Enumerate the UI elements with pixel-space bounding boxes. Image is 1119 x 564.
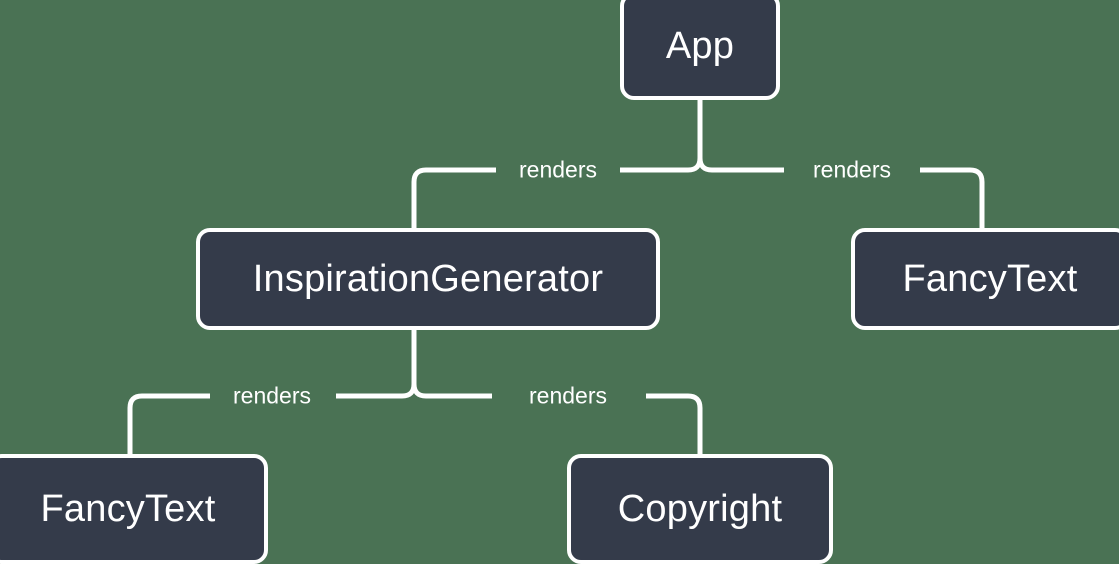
edge-app-to-inspirationgenerator-tail (411, 167, 496, 228)
edge-label-app-to-inspirationgenerator: renders (519, 156, 597, 183)
edge-label-app-to-fancytext: renders (813, 156, 891, 183)
node-copyright[interactable]: Copyright (567, 454, 833, 564)
edge-app-to-inspirationgenerator (620, 157, 703, 173)
edge-inspirationgenerator-to-copyright (411, 383, 492, 399)
node-fancy-text-bottom-label: FancyText (40, 488, 216, 530)
edge-label-inspirationgenerator-to-fancytext: renders (233, 382, 311, 409)
edge-label-inspirationgenerator-to-copyright: renders (529, 382, 607, 409)
node-app[interactable]: App (620, 0, 780, 100)
node-fancy-text-right[interactable]: FancyText (851, 228, 1119, 330)
edge-inspirationgenerator-to-fancytext (336, 383, 417, 399)
node-app-label: App (665, 25, 735, 67)
node-inspiration-generator[interactable]: InspirationGenerator (196, 228, 660, 330)
edge-inspirationgenerator-to-copyright-tail (646, 393, 703, 454)
node-inspiration-generator-label: InspirationGenerator (252, 258, 604, 300)
edge-app-to-fancytext-tail (920, 167, 985, 228)
edge-inspirationgenerator-to-fancytext-tail (127, 393, 210, 454)
node-fancy-text-bottom[interactable]: FancyText (0, 454, 268, 564)
edge-app-to-fancytext (697, 157, 784, 173)
node-fancy-text-right-label: FancyText (902, 258, 1078, 300)
node-copyright-label: Copyright (617, 488, 783, 530)
